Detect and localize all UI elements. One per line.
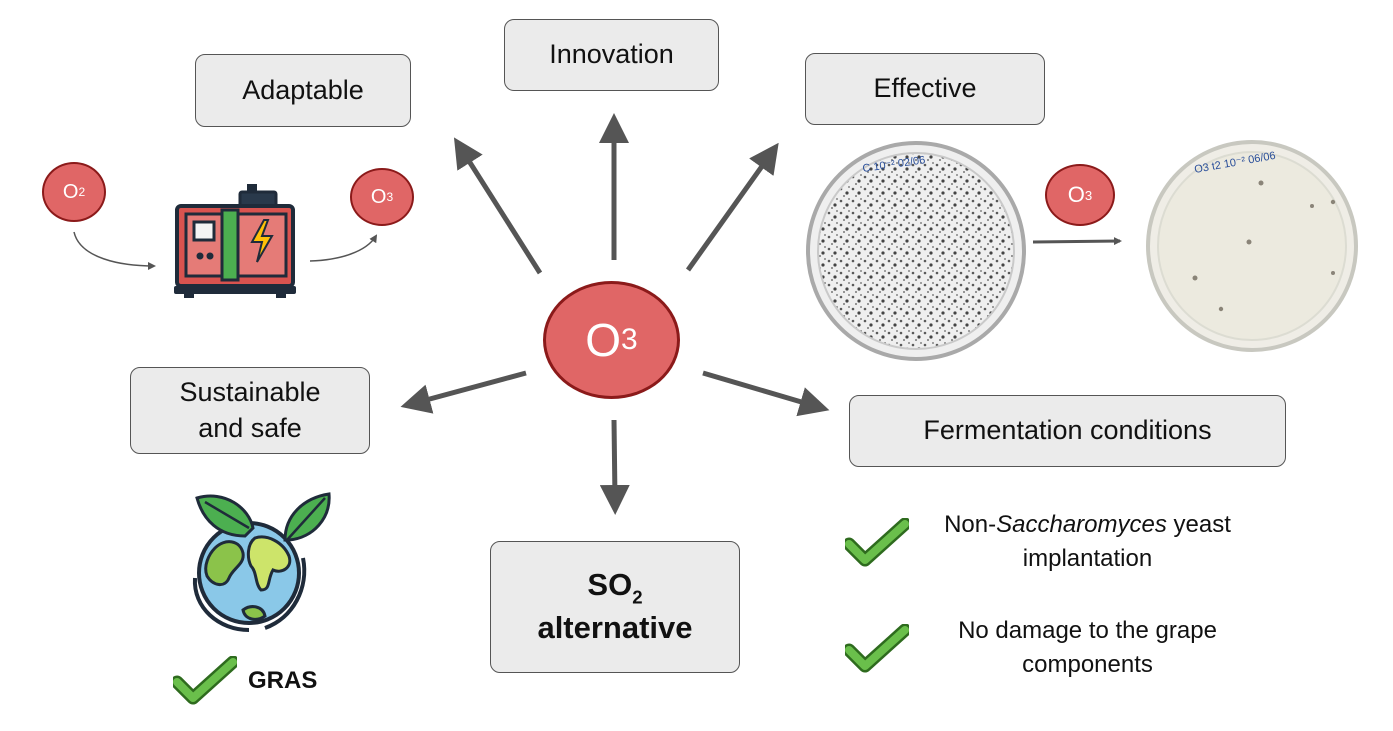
petri-dish-treated: O3 t2 10⁻² 06/06 [1146,140,1358,352]
yeast-implantation-text: Non-Saccharomyces yeast implantation [925,508,1250,575]
o3-out-subscript: 3 [386,190,394,204]
arrow-to-sustainable [400,370,527,414]
o2-subscript: 2 [78,185,86,199]
so2-line2: alternative [537,609,693,645]
petri-dish-control: C 10⁻² 02/06 [806,141,1026,361]
effective-label: Effective [873,73,977,104]
yeast-line2: implantation [1022,544,1153,572]
ozone-generator-icon [174,184,296,298]
ozone-center-symbol: O [585,314,622,366]
so2-subscript: 2 [632,586,643,608]
arrow-petri [1032,237,1122,246]
yeast-prefix: Non- [944,511,997,538]
yeast-line1: Non-Saccharomyces yeast [925,508,1250,542]
check-icon-grape [845,624,909,673]
check-icon-yeast [845,518,909,567]
arrow-generator-to-o3 [309,234,378,262]
yeast-italic: Saccharomyces [996,511,1167,538]
so2-line1: SO2 [587,566,642,609]
box-innovation: Innovation [504,19,719,91]
earth-leaves-icon [192,492,331,632]
fermentation-label: Fermentation conditions [923,415,1212,446]
so2-symbol: SO [587,567,633,603]
gras-label: GRAS [248,667,318,694]
yeast-suffix: yeast [1166,511,1231,538]
box-effective: Effective [805,53,1045,125]
box-so2-alternative: SO2 alternative [490,541,740,673]
adaptable-label: Adaptable [242,74,364,105]
check-icon-gras [173,656,237,705]
sustainable-line2: and safe [198,412,302,443]
arrow-to-so2 [599,419,630,515]
o3-petri-subscript: 3 [1084,187,1093,203]
innovation-label: Innovation [549,39,674,70]
o3-out-symbol: O [370,185,387,208]
grape-components-text: No damage to the grape components [925,614,1250,681]
ozone-center-subscript: 3 [621,323,638,356]
box-adaptable: Adaptable [195,54,411,127]
arrow-to-adaptable [453,137,543,275]
arrow-to-effective [685,142,779,272]
arrow-to-fermentation [702,370,830,417]
box-sustainable: Sustainable and safe [130,367,370,454]
o3-petri-symbol: O [1067,182,1085,207]
grape-line2: components [1022,650,1153,678]
o2-symbol: O [62,180,79,203]
sustainable-line1: Sustainable [179,377,321,408]
grape-line1: No damage to the grape [958,617,1217,644]
arrow-o2-to-generator [73,231,156,270]
box-fermentation: Fermentation conditions [849,395,1286,467]
